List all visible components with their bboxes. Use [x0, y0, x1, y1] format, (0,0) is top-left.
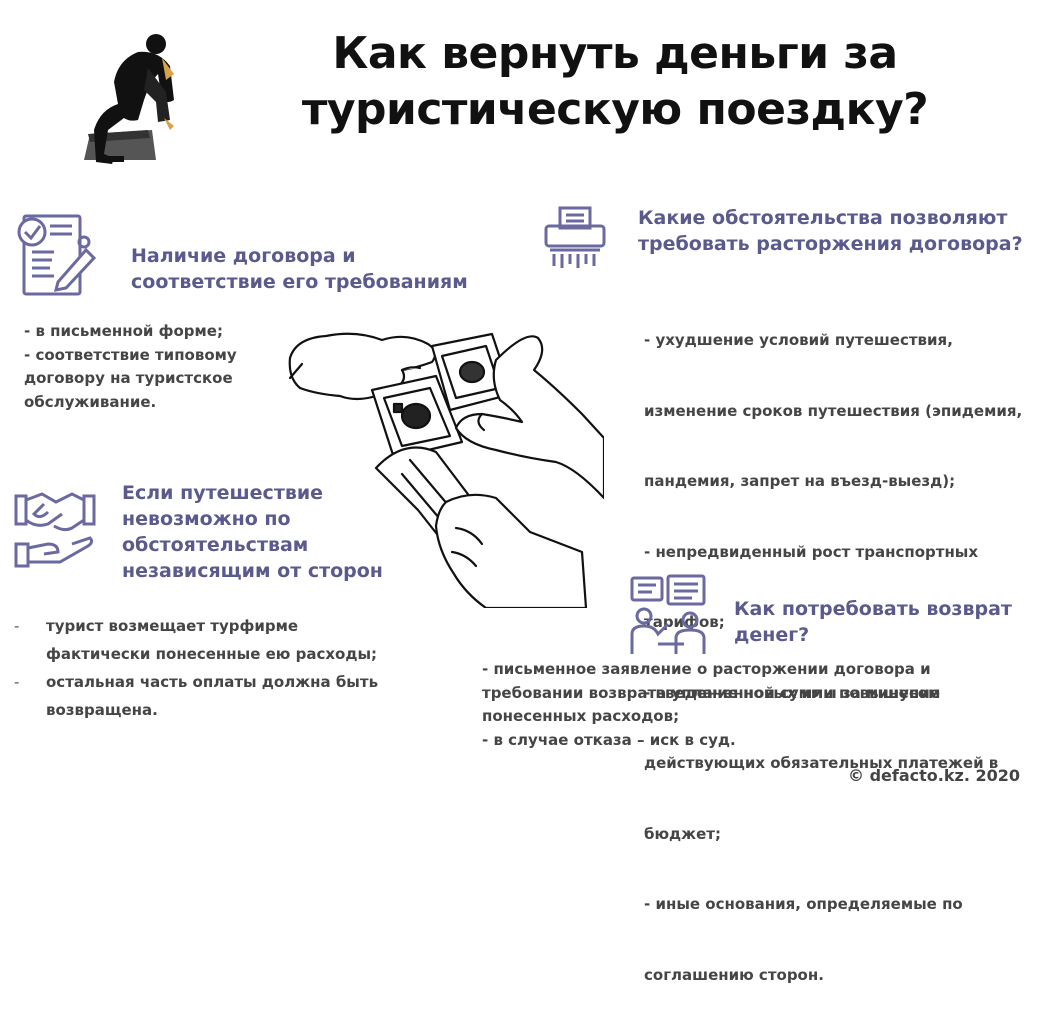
money-exchange-illustration	[286, 318, 604, 608]
thinker-figure-icon	[78, 30, 188, 165]
list-item: - введение новых или повышение	[644, 683, 940, 702]
contract-list: - в письменной форме; - соответствие тип…	[24, 320, 237, 414]
contract-heading: Наличие договора и соответствие его треб…	[131, 243, 468, 295]
list-item-line: остальная часть оплаты должна быть	[46, 673, 379, 691]
impossible-heading-line: обстоятельствам	[122, 534, 309, 556]
copyright-footer: © defacto.kz. 2020	[848, 766, 1020, 785]
page-title: Как вернуть деньги за туристическую поез…	[250, 26, 980, 138]
list-item-line: возвращена.	[46, 701, 158, 719]
refund-list: - письменное заявление о расторжении дог…	[482, 658, 940, 752]
refund-heading: Как потребовать возврат денег?	[734, 596, 1012, 648]
list-item: - турист возмещает турфирме фактически п…	[14, 612, 378, 668]
title-line-2: туристическую поездку?	[301, 84, 929, 135]
impossible-heading: Если путешествие невозможно по обстоятел…	[122, 480, 383, 584]
list-item: - ухудшение условий путешествия,	[644, 331, 953, 349]
list-item: - остальная часть оплаты должна быть воз…	[14, 668, 378, 724]
list-item: пандемия, запрет на въезд-выезд);	[644, 472, 956, 490]
impossible-list: - турист возмещает турфирме фактически п…	[14, 612, 378, 724]
contract-heading-line: Наличие договора и	[131, 245, 356, 267]
contract-document-icon	[14, 212, 98, 298]
impossible-heading-line: независящим от сторон	[122, 560, 383, 582]
list-item: - в письменной форме;	[24, 322, 223, 340]
list-item: - иные основания, определяемые по	[644, 895, 963, 913]
meeting-icon	[628, 574, 710, 658]
dash-marker: -	[14, 617, 20, 635]
list-item: изменение сроков путешествия (эпидемия,	[644, 401, 1023, 420]
list-item-line: фактически понесенные ею расходы;	[46, 645, 378, 663]
circumstances-heading: Какие обстоятельства позволяют требовать…	[638, 205, 1023, 257]
list-item: требовании возврата уплаченной суммы за …	[482, 683, 941, 702]
list-item: - в случае отказа – иск в суд.	[482, 730, 736, 749]
list-item: договору на туристское	[24, 369, 233, 387]
list-item: понесенных расходов;	[482, 707, 680, 725]
dash-marker: -	[14, 673, 20, 691]
list-item: - соответствие типовому	[24, 345, 237, 364]
list-item-line: турист возмещает турфирме	[46, 617, 299, 635]
contract-heading-line: соответствие его требованиям	[131, 271, 468, 293]
shredder-icon	[542, 204, 608, 270]
refund-heading-line: денег?	[734, 624, 810, 646]
list-item: соглашению сторон.	[644, 965, 824, 984]
list-item: обслуживание.	[24, 392, 157, 411]
list-item: - непредвиденный рост транспортных	[644, 542, 979, 561]
list-item: действующих обязательных платежей в	[644, 754, 999, 772]
title-line-1: Как вернуть деньги за	[332, 28, 898, 79]
circumstances-heading-line: Какие обстоятельства позволяют	[638, 207, 1008, 229]
list-item: - письменное заявление о расторжении дог…	[482, 660, 931, 678]
handshake-icon	[14, 488, 96, 568]
list-item: бюджет;	[644, 824, 721, 843]
refund-heading-line: Как потребовать возврат	[734, 598, 1012, 620]
impossible-heading-line: Если путешествие	[122, 482, 324, 504]
impossible-heading-line: невозможно по	[122, 508, 291, 530]
circumstances-heading-line: требовать расторжения договора?	[638, 233, 1023, 255]
